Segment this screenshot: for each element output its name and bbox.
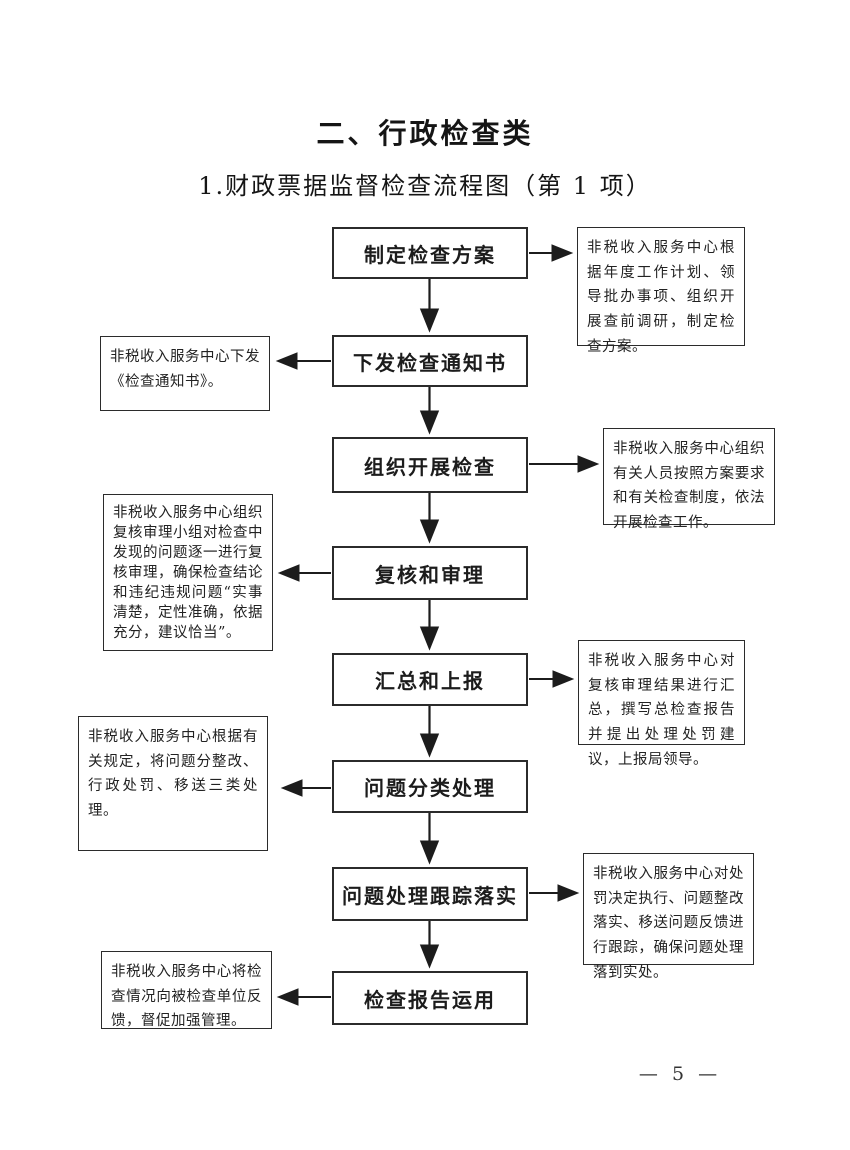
flow-note-right-5: 非税收入服务中心对复核审理结果进行汇总，撰写总检查报告并提出处理处罚建议，上报局… [578, 640, 745, 768]
section-title: 二、行政检查类 [316, 117, 534, 150]
flow-note-left-6: 非税收入服务中心根据有关规定，将问题分整改、行政处罚、移送三类处理。 [78, 716, 268, 851]
page-number: — 5 — [638, 1063, 722, 1085]
flow-note-right-3: 非税收入服务中心组织有关人员按照方案要求和有关检查制度，依法开展检查工作。 [603, 428, 775, 531]
flow-step-box-8: 检查报告运用 [332, 971, 528, 1025]
flow-step-box-3: 组织开展检查 [332, 437, 528, 493]
flow-step-box-2: 下发检查通知书 [332, 335, 528, 387]
flow-note-left-8: 非税收入服务中心将检查情况向被检查单位反馈，督促加强管理。 [101, 951, 272, 1029]
flow-note-right-1: 非税收入服务中心根据年度工作计划、领导批办事项、组织开展查前调研，制定检查方案。 [577, 227, 745, 355]
flow-note-left-2: 非税收入服务中心下发《检查通知书》。 [100, 336, 270, 411]
flowchart-title: 1.财政票据监督检查流程图（第 1 项） [198, 172, 652, 200]
flow-step-box-4: 复核和审理 [332, 546, 528, 600]
flow-step-box-5: 汇总和上报 [332, 653, 528, 706]
flow-note-right-7: 非税收入服务中心对处罚决定执行、问题整改落实、移送问题反馈进行跟踪，确保问题处理… [583, 853, 754, 981]
flow-step-box-6: 问题分类处理 [332, 760, 528, 813]
flow-step-box-1: 制定检查方案 [332, 227, 528, 279]
flow-note-left-4: 非税收入服务中心组织复核审理小组对检查中发现的问题逐一进行复核审理，确保检查结论… [103, 494, 273, 651]
flow-step-box-7: 问题处理跟踪落实 [332, 867, 528, 921]
